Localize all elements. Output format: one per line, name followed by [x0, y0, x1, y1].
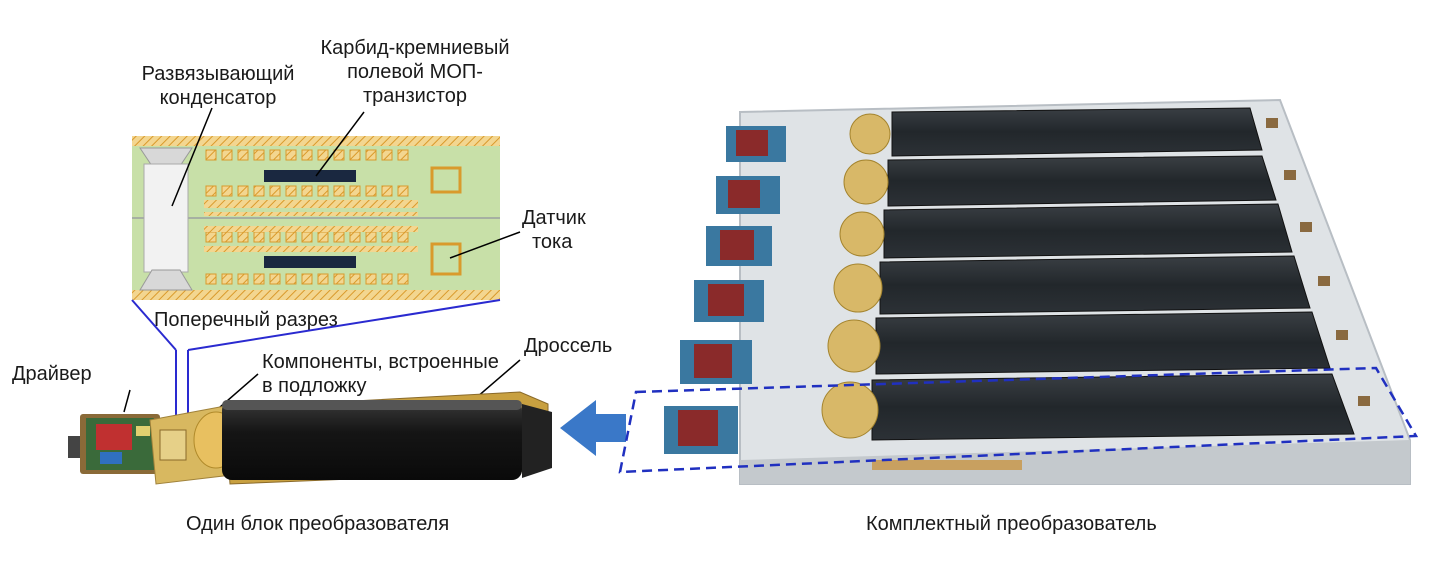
- via-row-4: [205, 273, 409, 285]
- current-sensor-top: [430, 166, 462, 194]
- mosfet-bottom: [264, 256, 356, 268]
- selection-box: [618, 366, 1419, 474]
- capacitor-shape: [139, 147, 193, 291]
- current-sensor-line-2: тока: [532, 231, 573, 253]
- driver-chip: [96, 424, 132, 450]
- sic-mosfet-line-3: транзистор: [363, 85, 467, 107]
- decoupling-capacitor-line-1: Развязывающий: [141, 63, 295, 85]
- copper-layer-lower: [204, 226, 418, 232]
- direction-arrow: [560, 400, 626, 456]
- driver-leader: [123, 389, 131, 413]
- copper-bottom-layer: [132, 290, 500, 300]
- via-row-3: [205, 231, 409, 243]
- complete-converter-graphic: [664, 98, 1411, 485]
- inductor-body: [222, 391, 552, 485]
- driver-board-stack: [664, 126, 786, 454]
- decoupling-capacitor-line-2: конденсатор: [159, 87, 277, 109]
- via-row-2: [205, 185, 409, 197]
- mosfet-top: [264, 170, 356, 182]
- copper-layer-mid: [204, 212, 418, 216]
- single-unit-graphic: [68, 391, 552, 485]
- sic-mosfet-label: Карбид-кремниевый полевой МОП- транзисто…: [300, 36, 530, 108]
- cross-section-panel: [132, 136, 500, 300]
- capacitor-leader: [171, 107, 213, 207]
- copper-layer-upper: [204, 200, 418, 208]
- embedded-components-label: Компоненты, встроенные в подложку: [262, 350, 499, 398]
- driver-label: Драйвер: [12, 363, 92, 385]
- decoupling-capacitor-label: Развязывающий конденсатор: [128, 62, 308, 110]
- cross-section-label: Поперечный разрез: [154, 309, 338, 331]
- single-unit-caption: Один блок преобразователя: [186, 513, 450, 535]
- embedded-components-line-2: в подложку: [262, 375, 367, 397]
- current-sensor-label: Датчик тока: [522, 206, 586, 254]
- embedded-components-line-1: Компоненты, встроенные: [262, 351, 499, 373]
- via-row-1: [205, 149, 409, 161]
- sensor-leader: [449, 231, 521, 259]
- sic-mosfet-line-2: полевой МОП-: [347, 61, 483, 83]
- inductor-label: Дроссель: [524, 335, 613, 357]
- sic-mosfet-line-1: Карбид-кремниевый: [320, 37, 510, 59]
- complete-converter-caption: Комплектный преобразователь: [866, 513, 1157, 535]
- copper-layer-bottom: [204, 246, 418, 252]
- mosfet-leader: [315, 111, 365, 177]
- current-sensor-line-1: Датчик: [522, 207, 586, 229]
- current-sensor-bottom: [430, 242, 462, 276]
- copper-top-layer: [132, 136, 500, 146]
